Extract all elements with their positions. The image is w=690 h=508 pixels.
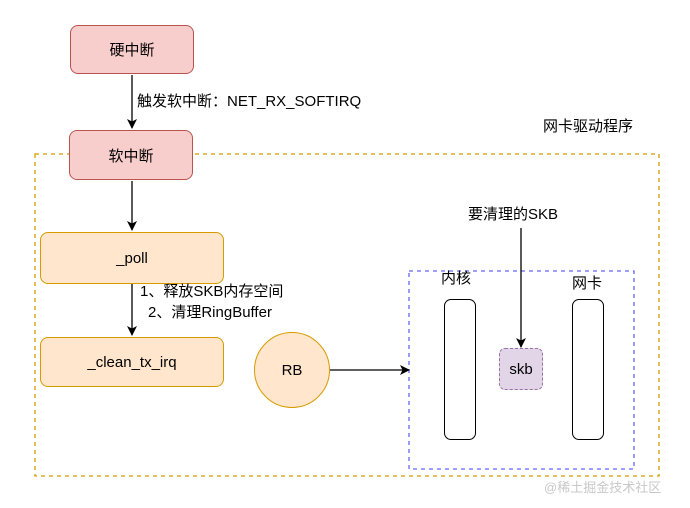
clean-tx-irq-label: _clean_tx_irq	[87, 353, 177, 371]
watermark-text: @稀土掘金技术社区	[544, 480, 662, 495]
rb-node: RB	[254, 332, 330, 408]
poll-label: _poll	[116, 249, 148, 267]
skb-label: skb	[509, 360, 533, 378]
nic-memory-slot	[572, 299, 604, 440]
rb-label: RB	[281, 361, 303, 379]
hard-irq-label: 硬中断	[109, 42, 155, 59]
kernel-memory-slot	[444, 299, 476, 440]
soft-irq-node: 软中断	[69, 130, 193, 180]
step2-label: 2、清理RingBuffer	[148, 304, 272, 321]
kernel-group-title: 内核	[441, 270, 472, 287]
driver-group-border	[34, 153, 660, 477]
hard-irq-node: 硬中断	[70, 25, 194, 74]
poll-node: _poll	[40, 232, 224, 284]
soft-irq-label: 软中断	[108, 147, 154, 165]
trigger-softirq-label: 触发软中断：NET_RX_SOFTIRQ	[137, 93, 362, 110]
step1-label: 1、释放SKB内存空间	[140, 283, 284, 300]
clean-tx-irq-node: _clean_tx_irq	[40, 337, 224, 387]
skb-to-clean-label: 要清理的SKB	[468, 206, 559, 223]
driver-group-title: 网卡驱动程序	[543, 118, 634, 135]
nic-group-title: 网卡	[572, 275, 603, 292]
skb-node: skb	[499, 348, 543, 390]
